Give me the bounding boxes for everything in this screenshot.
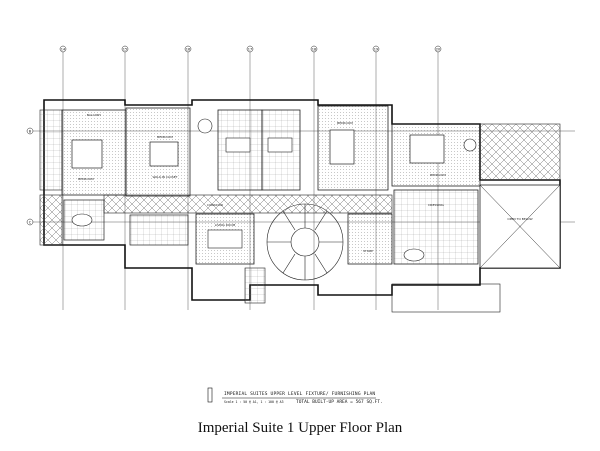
room-label-bedroom-3: BEDROOM xyxy=(337,121,353,125)
room-label-bedroom-left: BEDROOM xyxy=(78,177,94,181)
title-block xyxy=(207,387,376,403)
grid-bubbles xyxy=(26,45,442,226)
room-label-open-to-below: OPEN TO BELOW xyxy=(507,217,532,221)
left-terrace-lower xyxy=(39,194,63,246)
grid-col-label: 14 xyxy=(61,47,66,51)
bath-2 xyxy=(129,214,189,246)
armchair xyxy=(463,138,477,152)
drawing-scale: Scale 1 : 50 @ A1, 1 : 100 @ A3 xyxy=(224,400,284,404)
grid-col-label: 16 xyxy=(186,47,190,51)
tub-center-2 xyxy=(267,137,293,153)
spiral-staircase xyxy=(266,203,344,281)
room-label-bedroom-right: BEDROOM xyxy=(430,173,446,177)
grid-row-label: B xyxy=(29,129,32,133)
grid-bubble-labels: 14 15 16 17 18 19 20 B C xyxy=(29,47,440,224)
bed-3 xyxy=(329,129,355,165)
room-label-walk-in-closet: WALK-IN CLOSET xyxy=(153,175,178,179)
room-label-balcony: BALCONY xyxy=(87,113,101,117)
lower-ledge xyxy=(391,283,501,313)
room-label-dressing: DRESSING xyxy=(428,203,444,207)
grid-col-label: 18 xyxy=(312,47,316,51)
lower-landing xyxy=(244,267,266,304)
round-table xyxy=(197,118,213,134)
grid-col-label: 15 xyxy=(123,47,127,51)
page-caption: Imperial Suite 1 Upper Floor Plan xyxy=(197,420,403,436)
grid-col-label: 19 xyxy=(374,47,378,51)
room-label-corridor: CORRIDOR xyxy=(207,203,223,207)
bathtub-left xyxy=(71,213,93,227)
grid-col-label: 20 xyxy=(436,47,440,51)
grid-col-label: 17 xyxy=(248,47,252,51)
room-label-bedroom-2: BEDROOM xyxy=(157,135,173,139)
left-terrace xyxy=(39,109,63,191)
sofa xyxy=(207,229,243,249)
store xyxy=(347,213,393,265)
room-label-living-room: LIVING ROOM xyxy=(215,223,236,227)
bedroom-right xyxy=(391,123,481,187)
bed-2 xyxy=(149,141,179,167)
room-label-store: STORE xyxy=(363,249,373,253)
grid-row-label: C xyxy=(29,220,32,224)
corridor xyxy=(103,194,393,214)
terrace-right xyxy=(479,123,561,181)
bed-right xyxy=(409,134,445,164)
bed-left xyxy=(71,139,103,169)
drawing-title: IMPERIAL SUITES UPPER LEVEL FIXTURE/ FUR… xyxy=(224,392,376,397)
built-up-area: TOTAL BUILT-UP AREA = 567 SQ.FT. xyxy=(296,400,383,405)
tub-center xyxy=(225,137,251,153)
bathtub-right xyxy=(403,248,425,262)
